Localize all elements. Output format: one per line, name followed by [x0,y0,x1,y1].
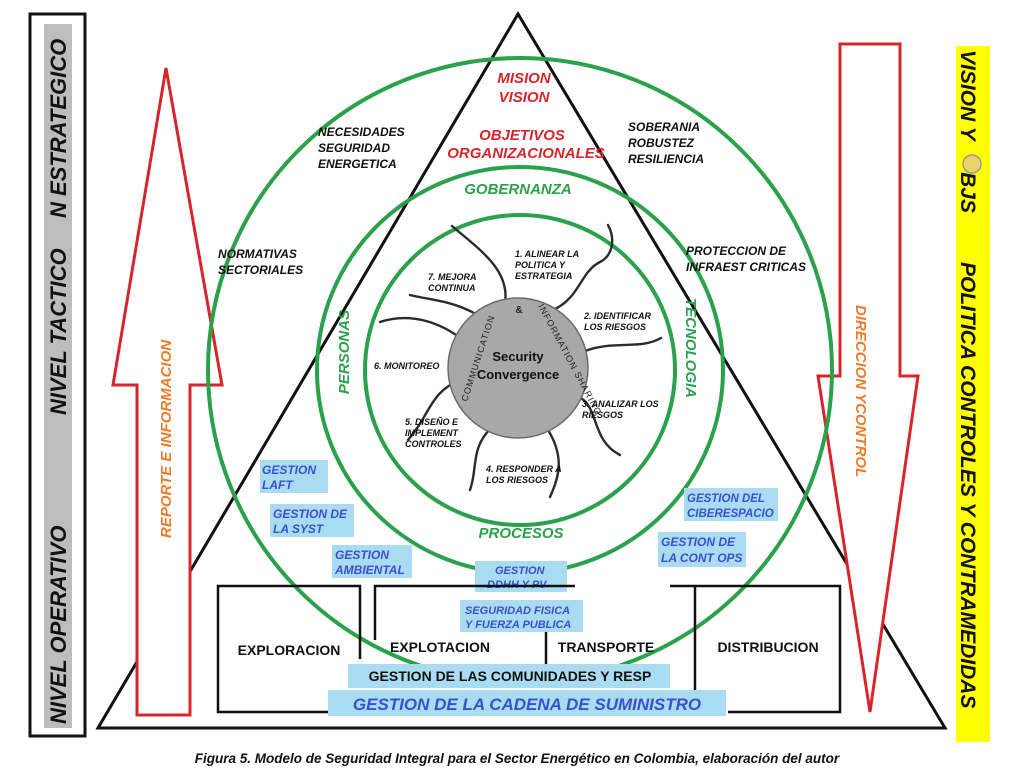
step-7-label: 7. MEJORA CONTINUA [428,272,479,293]
security-convergence-core [447,297,589,439]
step-6-label: 6. MONITOREO [374,361,439,371]
right-policy-bar: VISION Y BJS POLITICA CONTROLES Y CONTRA… [956,46,990,742]
necesidades-label: NECESIDADES SEGURIDAD ENERGETICA [318,125,408,171]
tecnologia-label: TECNOLOGIA [682,298,699,398]
step-2-label: 2. IDENTIFICAR LOS RIESGOS [583,311,654,332]
pyramid-triangle [95,11,948,730]
step-4-label: 4. RESPONDER A LOS RIESGOS [485,464,564,485]
personas-label: PERSONAS [336,310,353,394]
explotacion-label: EXPLOTACION [390,639,490,655]
gobernanza-label: GOBERNANZA [464,181,572,198]
comunidades-label: GESTION DE LAS COMUNIDADES Y RESP [369,668,652,684]
figure-caption: Figura 5. Modelo de Seguridad Integral p… [195,751,840,766]
proteccion-label: PROTECCION DE INFRAEST CRITICAS [686,244,806,274]
down-arrow-label: DIRECCION YCONTROL [852,305,869,477]
right-bar-line2: POLITICA CONTROLES Y CONTRAMEDIDAS [956,262,979,708]
cadena-banner: GESTION DE LA CADENA DE SUMINISTRO [328,690,726,716]
right-bar-line1: VISION Y BJS [956,50,979,213]
core-title-1: Security [492,349,544,364]
step-5-label: 5. DISEÑO E IMPLEMENT CONTROLES [405,417,462,449]
level-tactical: NIVEL TACTICO [46,248,71,415]
objetivos-label: OBJETIVOS [479,127,565,144]
organizacionales-label: ORGANIZACIONALES [447,145,605,162]
step-1-label: 1. ALINEAR LA POLITICA Y ESTRATEGIA [515,249,581,281]
step-3-label: 3. ANALIZAR LOS RIESGOS [582,399,661,420]
core-title-2: Convergence [477,367,559,382]
transporte-label: TRANSPORTE [558,639,654,655]
left-level-bar: N ESTRATEGICO NIVEL TACTICO NIVEL OPERAT… [28,12,87,738]
down-arrow: DIRECCION YCONTROL [816,42,920,713]
cadena-label: GESTION DE LA CADENA DE SUMINISTRO [353,695,701,714]
process-cycle-curves [378,223,663,499]
vision-label: VISION [499,89,551,106]
exploracion-label: EXPLORACION [238,642,341,658]
inner-green-ring [363,213,677,527]
level-operational: NIVEL OPERATIVO [46,526,71,724]
level-strategic: N ESTRATEGICO [46,39,71,218]
core-arc-amp: & [515,305,522,316]
mision-label: MISION [497,70,552,87]
normativas-label: NORMATIVAS SECTORIALES [218,247,303,277]
value-chain [216,584,842,714]
procesos-label: PROCESOS [478,525,563,542]
up-arrow: REPORTE E INFORMACION [111,67,224,717]
o-globe-icon [962,154,982,174]
distribucion-label: DISTRIBUCION [717,639,818,655]
up-arrow-label: REPORTE E INFORMACION [158,339,175,538]
comunidades-banner: GESTION DE LAS COMUNIDADES Y RESP [348,664,670,688]
soberania-label: SOBERANIA ROBUSTEZ RESILIENCIA [628,120,704,166]
